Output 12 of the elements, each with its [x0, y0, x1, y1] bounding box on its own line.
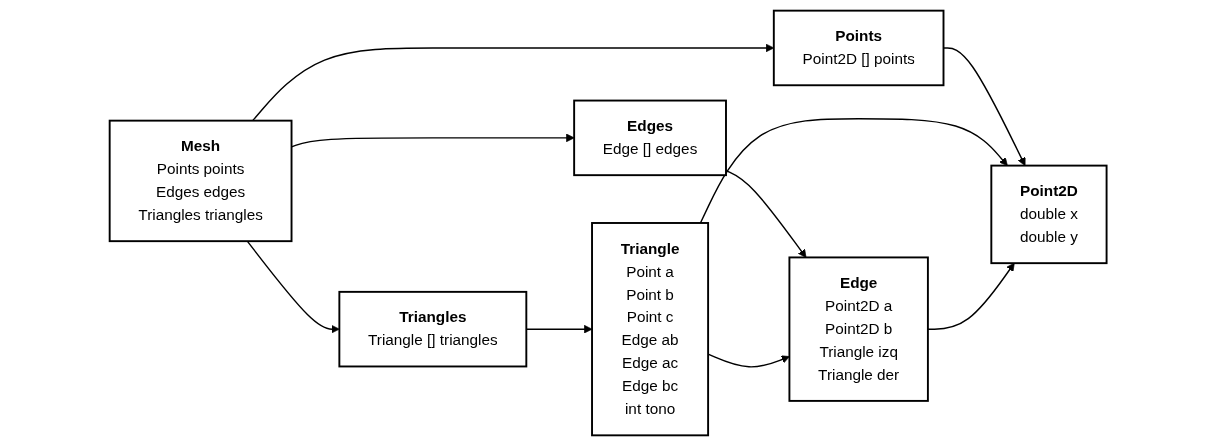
arrow — [943, 46, 1026, 166]
node-box: Mesh Points points Edges edges Triangles triangles — [109, 119, 293, 242]
node-box: Triangles Triangle [] triangles — [338, 290, 528, 367]
node-box: Points Point2D [] points — [773, 9, 945, 86]
arrow — [700, 117, 1009, 224]
arrow — [526, 324, 593, 333]
node-box: Point2D double x double y — [990, 164, 1108, 264]
arrow — [291, 133, 575, 148]
node-box: Triangle Point a Point b Point c Edge ab Edge ac Edge bc int tono — [591, 221, 710, 436]
node-box: Edges Edge [] edges — [573, 99, 728, 176]
node-box: Edge Point2D a Point2D b Triangle izq Triangle der — [788, 255, 930, 402]
arrow — [252, 43, 775, 121]
